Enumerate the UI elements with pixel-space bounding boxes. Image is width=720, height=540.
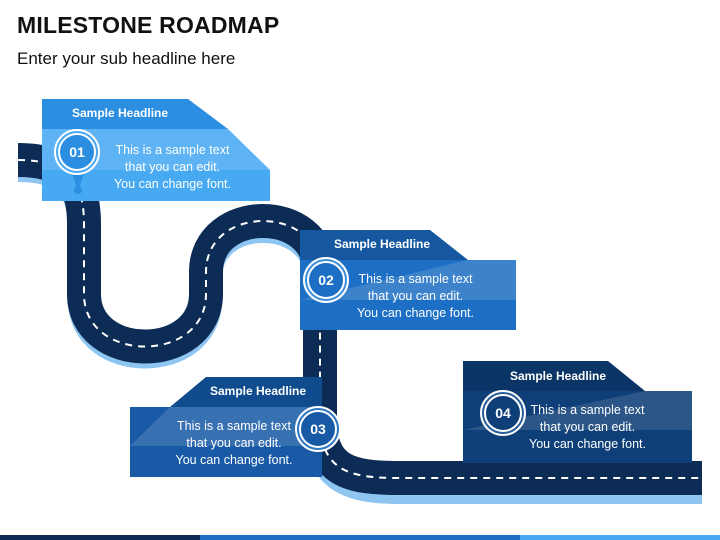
milestone-03-headline: Sample Headline <box>210 384 307 398</box>
milestone-04-body: This is a sample text that you can edit.… <box>529 403 646 451</box>
milestone-01-body: This is a sample text that you can edit.… <box>114 143 231 191</box>
page-title: MILESTONE ROADMAP <box>17 12 280 38</box>
milestone-03-number: 03 <box>310 421 326 437</box>
milestone-01-number: 01 <box>69 144 85 160</box>
page-subtitle: Enter your sub headline here <box>17 49 236 68</box>
milestone-card-03 <box>130 377 322 477</box>
milestone-02-body: This is a sample text that you can edit.… <box>357 272 474 320</box>
milestone-marker-01 <box>54 129 100 194</box>
milestone-01-headline: Sample Headline <box>72 106 169 120</box>
road-lane-markings <box>17 159 702 479</box>
milestone-marker-02 <box>303 257 349 322</box>
milestone-04-headline: Sample Headline <box>510 369 607 383</box>
milestone-02-number: 02 <box>318 272 334 288</box>
milestone-04-number: 04 <box>495 405 511 421</box>
milestone-02-headline: Sample Headline <box>334 237 431 251</box>
milestone-card-02 <box>300 230 516 330</box>
milestone-03-body: This is a sample text that you can edit.… <box>175 419 293 467</box>
milestone-marker-03 <box>295 406 341 470</box>
milestone-marker-04 <box>480 390 526 458</box>
